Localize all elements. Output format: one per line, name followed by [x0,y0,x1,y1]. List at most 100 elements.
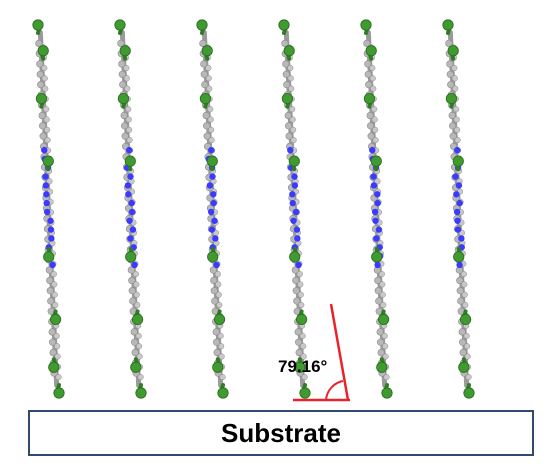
nitrogen-atom [454,218,460,224]
carbon-atom [298,302,304,308]
carbon-atom [208,117,214,123]
nitrogen-atom [127,173,133,179]
molecule-column [197,20,228,398]
nitrogen-atom [212,235,218,241]
carbon-atom [380,302,386,308]
nitrogen-atom [211,200,217,206]
chlorine-atom [282,93,292,103]
nitrogen-atom [454,147,460,153]
molecule-column [279,20,310,398]
carbon-atom [452,86,458,92]
carbon-atom [55,354,61,360]
chlorine-atom [378,314,388,324]
chlorine-atom [371,156,381,166]
carbon-atom [124,86,130,92]
chlorine-atom [126,252,136,262]
carbon-atom [288,76,294,82]
nitrogen-atom [287,147,293,153]
nitrogen-atom [125,182,131,188]
nitrogen-atom [372,218,378,224]
chlorine-atom [120,46,130,56]
chlorine-atom [43,156,53,166]
nitrogen-atom [207,182,213,188]
carbon-atom [218,333,224,339]
carbon-atom [44,117,50,123]
carbon-atom [134,302,140,308]
nitrogen-atom [209,173,215,179]
carbon-atom [125,106,131,112]
carbon-atom [290,127,296,133]
carbon-atom [133,282,139,288]
carbon-atom [290,117,296,123]
chlorine-atom [125,156,135,166]
nitrogen-atom [48,235,54,241]
nitrogen-atom [370,173,376,179]
carbon-atom [452,76,458,82]
carbon-atom [300,343,306,349]
carbon-atom [215,282,221,288]
chlorine-atom [36,93,46,103]
chlorine-atom [464,388,474,398]
nitrogen-atom [131,262,137,268]
nitrogen-atom [292,182,298,188]
nitrogen-atom [126,218,132,224]
nitrogen-atom [129,209,135,215]
chlorine-atom [131,362,141,372]
chlorine-atom [213,362,223,372]
carbon-atom [137,354,143,360]
chlorine-atom [289,156,299,166]
chlorine-atom [448,46,458,56]
nitrogen-atom [293,209,299,215]
carbon-atom [206,65,212,71]
carbon-atom [54,343,60,349]
carbon-atom [288,86,294,92]
carbon-atom [126,127,132,133]
carbon-atom [207,106,213,112]
chlorine-atom [459,362,469,372]
carbon-atom [297,282,303,288]
nitrogen-atom [376,226,382,232]
chlorine-atom [284,46,294,56]
carbon-atom [379,271,385,277]
substrate-label: Substrate [221,418,341,449]
chlorine-atom [50,314,60,324]
molecule-column [443,20,474,398]
carbon-atom [52,302,58,308]
carbon-atom [370,86,376,92]
carbon-atom [454,117,460,123]
carbon-atom [127,137,133,143]
carbon-atom [298,292,304,298]
chlorine-atom [377,362,387,372]
carbon-atom [462,292,468,298]
nitrogen-atom [373,235,379,241]
nitrogen-atom [453,191,459,197]
chlorine-atom [361,20,371,30]
chlorine-atom [38,46,48,56]
carbon-atom [383,354,389,360]
carbon-atom [465,354,471,360]
nitrogen-atom [44,200,50,206]
angle-label: 79.16° [278,357,328,376]
nitrogen-atom [130,226,136,232]
nitrogen-atom [211,218,217,224]
chlorine-atom [33,20,43,30]
carbon-atom [206,86,212,92]
carbon-atom [138,374,144,380]
nitrogen-atom [294,235,300,241]
nitrogen-atom [209,226,215,232]
carbon-atom [42,76,48,82]
nitrogen-atom [375,200,381,206]
carbon-atom [297,271,303,277]
carbon-atom [44,127,50,133]
nitrogen-atom [41,147,47,153]
carbon-atom [455,137,461,143]
nitrogen-atom [456,182,462,188]
carbon-atom [219,354,225,360]
carbon-atom [373,137,379,143]
carbon-atom [300,333,306,339]
carbon-atom [215,271,221,277]
chlorine-atom [296,314,306,324]
nitrogen-atom [47,218,53,224]
chlorine-atom [132,314,142,324]
nitrogen-atom [294,226,300,232]
